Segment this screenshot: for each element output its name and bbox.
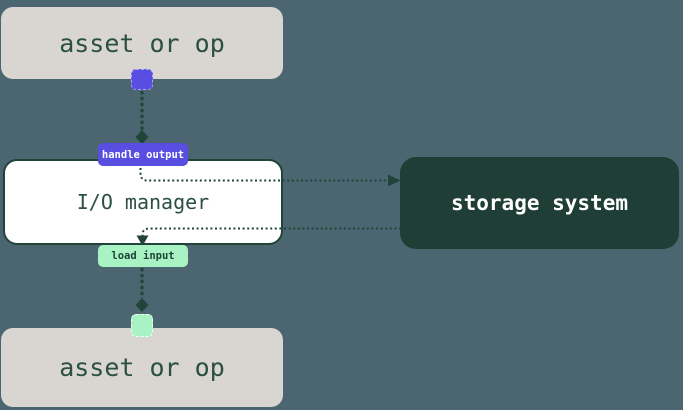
asset-or-op-node-bottom: asset or op	[1, 328, 283, 407]
input-port-icon	[131, 314, 153, 337]
load-input-badge: load input	[98, 245, 188, 267]
asset-or-op-label-top: asset or op	[59, 28, 225, 58]
handle-output-label: handle output	[101, 148, 185, 161]
io-manager-label: I/O manager	[76, 190, 210, 214]
asset-or-op-node-top: asset or op	[1, 7, 283, 79]
diamond-connector-icon-top	[135, 130, 149, 144]
io-manager-node: I/O manager	[3, 159, 283, 245]
handle-output-badge: handle output	[98, 143, 188, 166]
load-input-label: load input	[111, 250, 175, 262]
asset-or-op-label-bottom: asset or op	[59, 353, 225, 382]
storage-system-label: storage system	[450, 191, 628, 215]
storage-system-node: storage system	[400, 157, 679, 249]
diamond-connector-icon-bottom	[135, 298, 149, 312]
output-port-icon	[131, 69, 153, 90]
arrowhead-right-icon	[388, 174, 401, 187]
